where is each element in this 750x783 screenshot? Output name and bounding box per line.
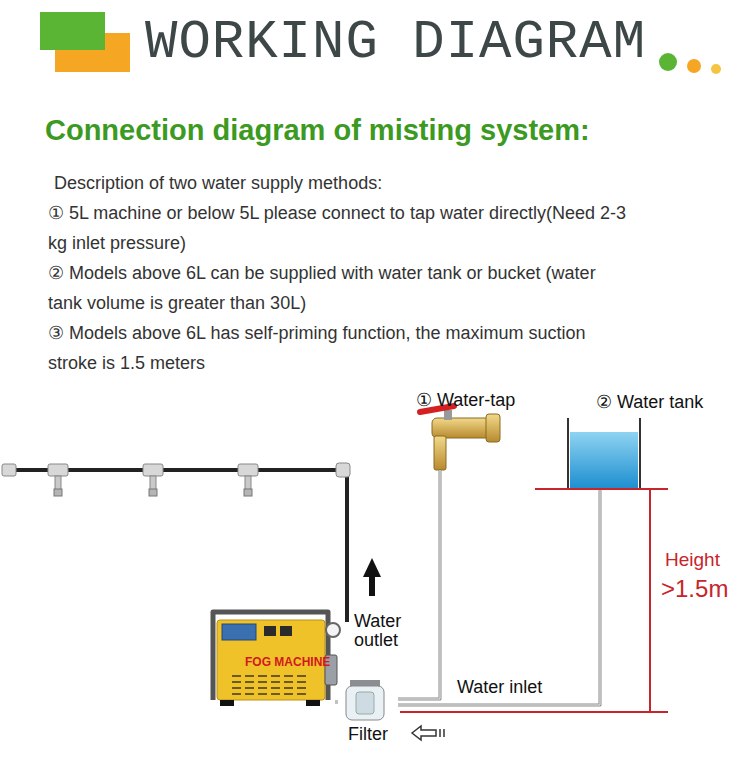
fog-machine bbox=[213, 612, 340, 706]
pipe-core bbox=[398, 470, 440, 699]
water-pipe bbox=[398, 470, 440, 699]
description-item: ② Models above 6L can be supplied with w… bbox=[48, 258, 628, 318]
label-box: Water inlet bbox=[457, 677, 577, 697]
pipe-core bbox=[398, 490, 600, 705]
node-label: ② Water tank bbox=[596, 392, 703, 414]
header-block bbox=[40, 12, 105, 50]
node-label: ① Water-tap bbox=[416, 390, 515, 412]
pipe-core bbox=[335, 702, 338, 703]
water-pipe bbox=[398, 490, 600, 705]
inlet-label: Water inlet bbox=[457, 677, 542, 697]
filter bbox=[346, 680, 384, 720]
water-tap bbox=[420, 406, 500, 470]
machine-box: FOG MACHINE bbox=[207, 608, 335, 708]
water-tank bbox=[568, 418, 640, 489]
header-dot bbox=[711, 64, 721, 74]
tank-box: ② Water tank bbox=[560, 390, 728, 490]
dimension-value: >1.5m bbox=[661, 575, 728, 603]
filter-box: Filter bbox=[338, 680, 398, 746]
flow-arrow bbox=[363, 558, 381, 596]
label-box: >1.5m bbox=[661, 575, 747, 603]
dimension-label: Height bbox=[665, 548, 720, 572]
description-item: ③ Models above 6L has self-priming funct… bbox=[48, 318, 628, 378]
node-label: Filter bbox=[348, 724, 388, 746]
flow-arrow bbox=[412, 726, 444, 740]
label-box: Connection diagram of misting system: bbox=[45, 112, 705, 148]
title-box: WORKING DIAGRAM bbox=[145, 12, 646, 73]
node-label: FOG MACHINE bbox=[245, 655, 330, 669]
label-box: Water outlet bbox=[354, 612, 418, 650]
outlet-label: Water outlet bbox=[354, 612, 418, 650]
title: WORKING DIAGRAM bbox=[145, 12, 646, 73]
label-box: ② Models above 6L can be supplied with w… bbox=[48, 258, 628, 318]
water-pipe bbox=[335, 701, 338, 704]
header-dot bbox=[659, 53, 677, 71]
subtitle: Connection diagram of misting system: bbox=[45, 112, 590, 148]
label-box: ③ Models above 6L has self-priming funct… bbox=[48, 318, 628, 378]
nozzle-line bbox=[2, 463, 350, 622]
header-dot bbox=[687, 59, 701, 73]
label-box: ① 5L machine or below 5L please connect … bbox=[48, 198, 628, 258]
description-heading: Description of two water supply methods: bbox=[54, 168, 382, 198]
description-item: ① 5L machine or below 5L please connect … bbox=[48, 198, 628, 258]
tap-box: ① Water-tap bbox=[410, 388, 522, 470]
label-box: Description of two water supply methods: bbox=[54, 168, 634, 198]
label-box: Height bbox=[665, 548, 745, 572]
